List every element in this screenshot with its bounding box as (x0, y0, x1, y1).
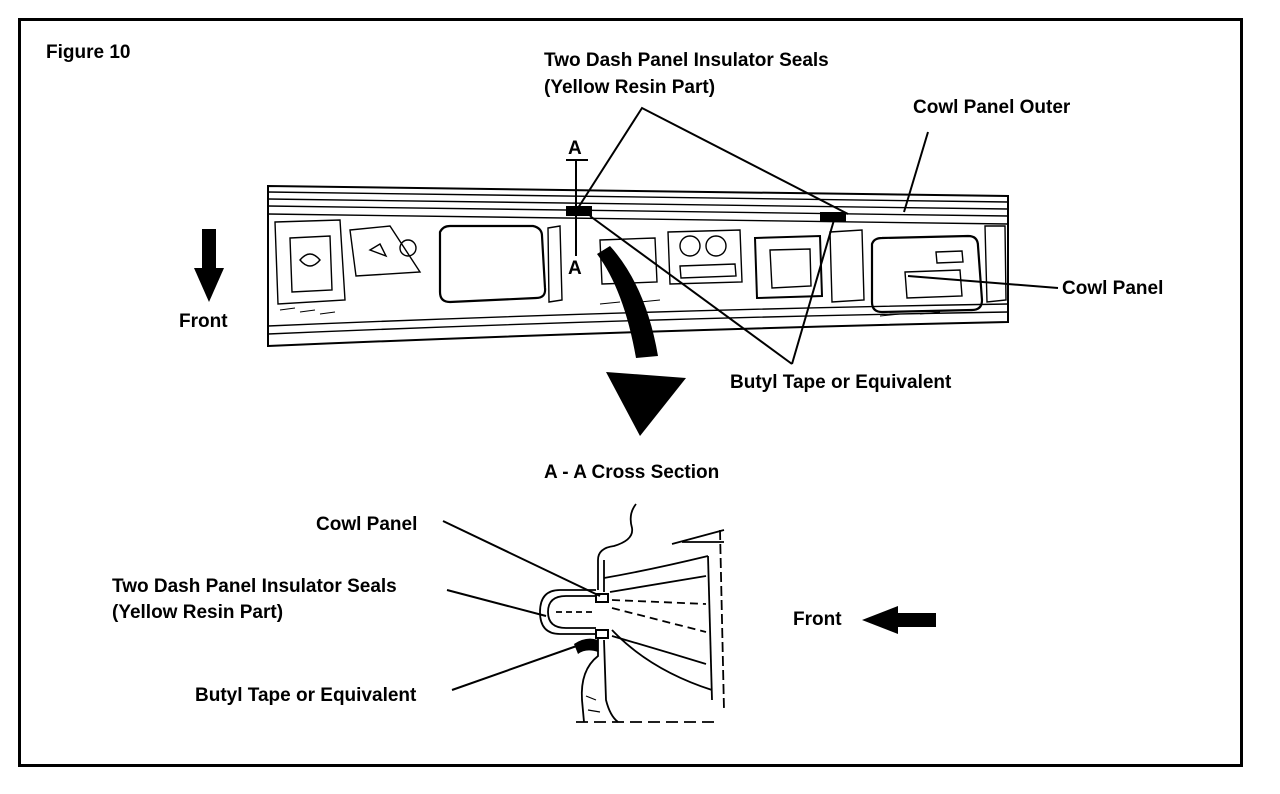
cs-butyl-tape (574, 638, 598, 654)
cs-seals-label-line2: (Yellow Resin Part) (112, 602, 284, 623)
leader-lines-cross-section (442, 520, 601, 691)
top-front-label: Front (179, 311, 228, 332)
section-mark-bottom: A (568, 258, 582, 279)
cross-section-drawing (539, 503, 725, 723)
section-line-aa (566, 159, 588, 256)
front-arrow-left-icon (862, 606, 936, 634)
cowl-panel-assembly-drawing (267, 184, 1009, 348)
top-seals-label-line1: Two Dash Panel Insulator Seals (544, 50, 829, 71)
section-mark-top: A (568, 138, 582, 159)
cs-seal-upper (595, 593, 609, 603)
section-view-arrow-icon (597, 246, 686, 436)
figure-label: Figure 10 (46, 42, 131, 63)
top-cowl-panel-label: Cowl Panel (1062, 278, 1164, 299)
cross-section-title: A - A Cross Section (544, 462, 720, 483)
cs-cowl-panel-label: Cowl Panel (316, 514, 418, 535)
leader-lines-top (577, 106, 1059, 365)
seal-left (566, 206, 592, 216)
cs-seals-label-line1: Two Dash Panel Insulator Seals (112, 576, 397, 597)
seal-right (820, 212, 846, 222)
cowl-panel-outer-label: Cowl Panel Outer (913, 97, 1071, 118)
figure-frame (18, 18, 1243, 767)
front-arrow-down-icon (194, 229, 224, 302)
cs-butyl-tape-label: Butyl Tape or Equivalent (195, 685, 417, 706)
cs-front-label: Front (793, 609, 842, 630)
top-butyl-tape-label: Butyl Tape or Equivalent (730, 372, 952, 393)
cs-seal-lower (595, 629, 609, 639)
top-seals-label-line2: (Yellow Resin Part) (544, 77, 716, 98)
